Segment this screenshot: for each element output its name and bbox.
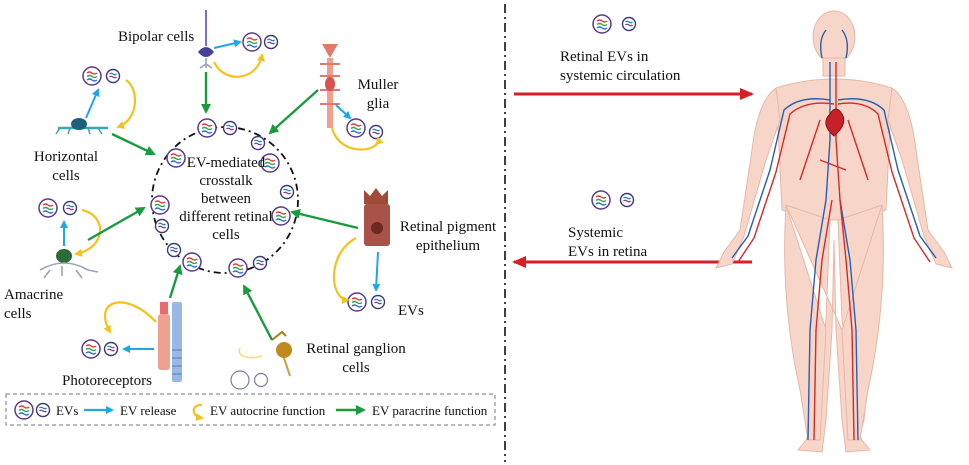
label-ganglion-line1: Retinal ganglion [306,341,406,357]
label-systemic-line1: Systemic [568,225,623,241]
label-center-line2: crosstalk [199,173,253,189]
label-muller-line2: glia [366,96,390,112]
label-amacrine-cells: Amacrine cells [4,286,63,324]
amacrine-cell-icon [39,249,99,279]
label-systemic-evs-retina: Systemic EVs in retina [568,224,647,262]
horizontal-cell-icon [55,118,108,135]
label-ganglion-cells: Retinal ganglion cells [296,340,416,378]
legend-autocrine-label: EV autocrine function [210,403,326,418]
ganglion-cell-icon [271,330,292,377]
label-muller-line1: Muller [357,77,399,93]
muller-glia-icon [320,44,340,128]
label-center-line3: between [201,191,251,207]
label-side-evs: EVs [398,303,424,319]
bipolar-cell-icon [198,10,214,69]
label-bipolar-cells: Bipolar cells [118,29,195,45]
rpe-cell-icon [364,188,390,246]
label-center-line1: EV-mediated [186,155,266,171]
legend-paracrine-label: EV paracrine function [372,403,488,418]
label-circulation-line2: systemic circulation [560,68,681,84]
photoreceptor-icon [158,302,182,382]
label-rpe-line2: epithelium [415,238,481,254]
legend-evs-label: EVs [56,403,79,418]
label-retinal-evs-circulation: Retinal EVs in systemic circulation [560,48,680,86]
human-body-icon [715,10,953,453]
label-horizontal-line2: cells [52,168,80,184]
label-center-line5: cells [212,227,240,243]
ganglion-ev-icons [230,370,269,390]
label-rpe: Retinal pigment epithelium [392,218,504,256]
label-muller-glia: Muller glia [348,76,408,114]
label-photoreceptors: Photoreceptors [62,373,152,389]
label-rpe-line1: Retinal pigment [399,219,497,235]
label-amacrine-line1: Amacrine [4,287,64,303]
legend-box [5,393,496,426]
label-ganglion-line2: cells [342,360,370,376]
label-circulation-line1: Retinal EVs in [560,49,649,65]
label-center-line4: different retinal [179,209,273,225]
label-horizontal-cells: Horizontal cells [22,148,110,186]
label-systemic-line2: EVs in retina [568,244,648,260]
label-center-crosstalk: EV-mediated crosstalk between different … [170,154,282,244]
label-amacrine-line2: cells [4,306,32,322]
legend-release-label: EV release [120,403,177,418]
label-horizontal-line1: Horizontal [33,149,99,165]
